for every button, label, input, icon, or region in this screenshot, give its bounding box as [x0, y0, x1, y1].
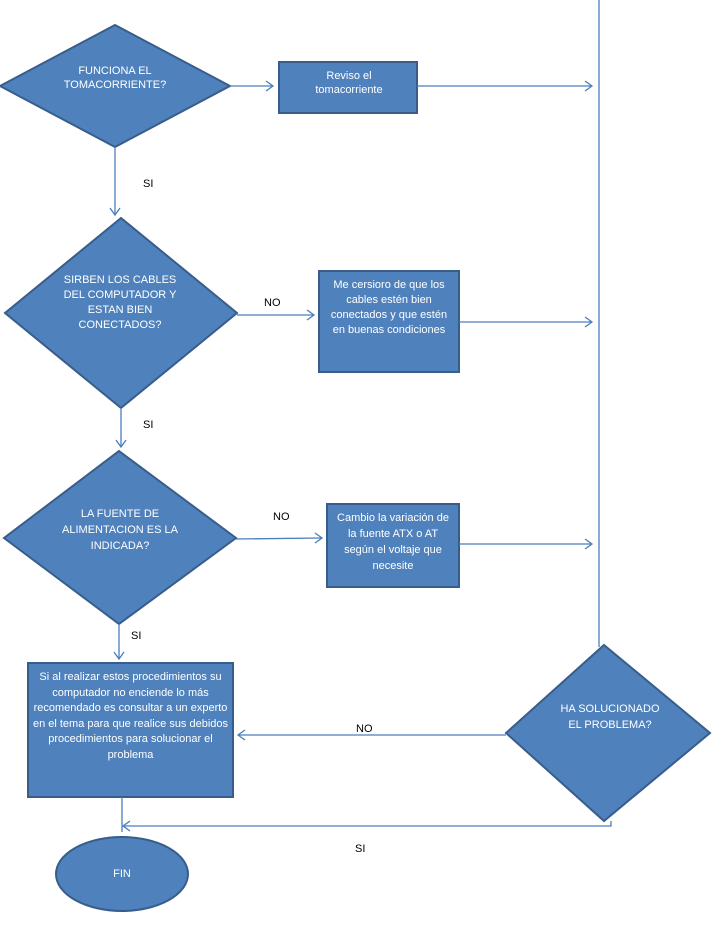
- connectors: [109, 0, 612, 832]
- decision-cables-text: SIRBEN LOS CABLES DEL COMPUTADOR Y ESTAN…: [63, 274, 177, 331]
- decision-fuente-text: LA FUENTE DE ALIMENTACION ES LA INDICADA…: [62, 508, 178, 552]
- process-revisar-tomacorriente-text: Reviso el tomacorriente: [315, 70, 383, 96]
- process-revisar-tomacorriente: [278, 61, 418, 114]
- label-si-3: SI: [131, 630, 142, 642]
- process-cambiar-fuente-text: Cambio la variación de la fuente ATX o A…: [337, 512, 449, 572]
- process-revisar-cables-text: Me cersioro de que los cables estén bien…: [330, 279, 448, 336]
- label-si-2: SI: [143, 419, 154, 431]
- label-no-1: NO: [264, 297, 281, 309]
- label-no-2: NO: [273, 511, 290, 523]
- terminal-fin-text: FIN: [113, 868, 131, 880]
- process-consultar-experto-text: Si al realizar estos procedimientos su c…: [32, 671, 229, 761]
- label-si-1: SI: [143, 178, 154, 190]
- process-consultar-experto: [27, 662, 234, 798]
- terminal-fin: [55, 836, 189, 912]
- process-cambiar-fuente: [326, 503, 460, 588]
- label-no-3: NO: [356, 723, 373, 735]
- label-si-4: SI: [355, 843, 366, 855]
- decision-tomacorriente-text: FUNCIONA EL TOMACORRIENTE?: [63, 65, 167, 91]
- process-revisar-cables: [318, 270, 460, 373]
- decision-solucionado-text: HA SOLUCIONADO EL PROBLEMA?: [560, 703, 660, 731]
- decision-solucionado: [504, 643, 712, 823]
